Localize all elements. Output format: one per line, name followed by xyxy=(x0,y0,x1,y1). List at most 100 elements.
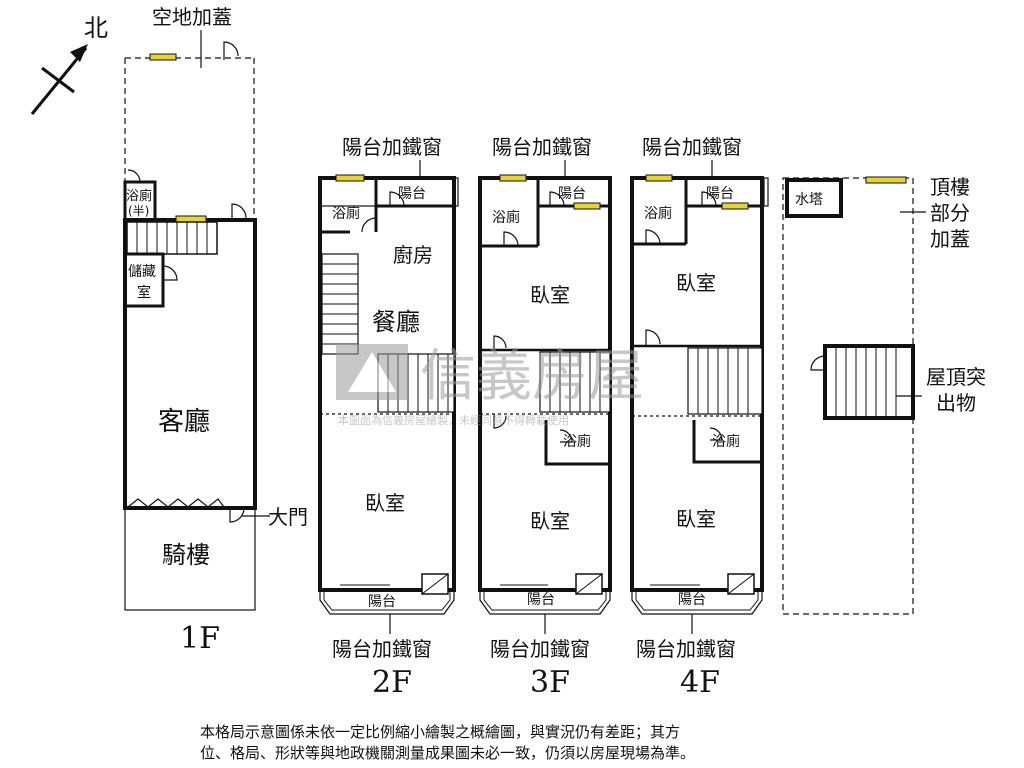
2f-floor-label: 2F xyxy=(372,665,412,700)
4f-bottom-window-label: 陽台加鐵窗 xyxy=(636,637,736,661)
1f-arcade-label: 騎樓 xyxy=(162,541,210,569)
2f-balcony-door-icon xyxy=(389,191,405,207)
4f-bedroom-top-label: 臥室 xyxy=(676,271,716,295)
2f-balcony-top-label: 陽台 xyxy=(398,186,426,202)
2f-bath-label: 浴廁 xyxy=(332,205,360,222)
3f-bedroom-door-icon xyxy=(493,414,507,429)
roof-extension-outline xyxy=(782,177,914,615)
4f-balcony-door-icon xyxy=(701,191,717,207)
watermark: 信義房屋 本圖面為信義房屋繪製，未經同意不得轉載使用 xyxy=(336,344,644,427)
1f-half-bath-label: 浴廁 xyxy=(126,188,152,204)
2f-bottom-box-diagonal xyxy=(421,573,449,595)
1f-half-bath-label-2: (半) xyxy=(128,204,149,218)
disclaimer-line-2: 位、格局、形狀等與地政機關測量成果圖未必一致，仍須以房屋現場為準。 xyxy=(200,744,696,762)
1f-living-room-label: 客廳 xyxy=(158,407,210,437)
3f-top-window-label: 陽台加鐵窗 xyxy=(492,135,592,159)
2f-balcony-bottom-label: 陽台 xyxy=(368,594,396,610)
roof-protrusion-door-icon xyxy=(810,355,826,371)
watermark-logo-mark xyxy=(348,352,396,392)
3f-bottom-balcony-inner xyxy=(483,592,607,611)
roof-extension-label-3: 加蓋 xyxy=(930,227,970,251)
1f-storage-label-2: 室 xyxy=(137,284,151,301)
2f-bedroom-label: 臥室 xyxy=(365,491,405,515)
4f-bedroom-bottom-label: 臥室 xyxy=(676,507,716,531)
3f-bottom-box-diagonal xyxy=(575,573,603,595)
4f-mid-bath-door-icon xyxy=(709,427,723,441)
3f-bath-top-label: 浴廁 xyxy=(492,209,520,226)
roof-floor: 水塔 頂樓 部分 加蓋 屋頂突 出物 xyxy=(782,175,986,615)
floor-1f: 空地加蓋 浴廁 (半) 儲藏 室 客廳 xyxy=(123,5,308,656)
2f-bath-door-icon xyxy=(361,217,377,233)
4f-bottom-balcony-inner xyxy=(635,592,759,611)
3f-floor-label: 3F xyxy=(530,665,570,700)
3f-balcony-bottom-label: 陽台 xyxy=(527,592,555,608)
2f-top-window xyxy=(335,174,365,182)
2f-bottom-balcony-outline xyxy=(319,590,455,615)
roof-extension-label-2: 部分 xyxy=(930,201,970,225)
2f-top-window-label: 陽台加鐵窗 xyxy=(342,135,442,159)
4f-bottom-box-diagonal xyxy=(727,573,755,595)
roof-water-tower-outline xyxy=(785,178,843,218)
north-label: 北 xyxy=(84,14,108,42)
4f-top-window-label: 陽台加鐵窗 xyxy=(642,135,742,159)
2f-dining-label: 餐廳 xyxy=(372,308,420,336)
4f-bottom-balcony-outline xyxy=(631,590,763,615)
3f-balcony-top-label: 陽台 xyxy=(558,186,586,202)
roof-water-tower-label: 水塔 xyxy=(795,192,823,208)
2f-kitchen-label: 廚房 xyxy=(393,243,433,267)
1f-storage-door-icon xyxy=(162,265,178,281)
roof-stairs xyxy=(835,348,897,416)
4f-top-window xyxy=(645,174,673,182)
4f-balcony-top-label: 陽台 xyxy=(706,186,734,202)
roof-protrusion-label-2: 出物 xyxy=(936,391,976,415)
3f-bedroom-top-label: 臥室 xyxy=(530,283,570,307)
1f-stairs xyxy=(126,221,218,255)
4f-bath-door-icon xyxy=(645,229,661,245)
3f-balcony-door-icon xyxy=(549,191,565,207)
floor-2f: 陽台加鐵窗 陽台 浴廁 廚房 xyxy=(318,135,459,700)
compass-cross-line xyxy=(41,66,75,94)
3f-mid-bath-wall xyxy=(544,420,610,466)
2f-bottom-balcony-inner xyxy=(323,592,451,611)
4f-hall-door-icon xyxy=(645,329,661,346)
disclaimer: 本格局示意圖係未依一定比例縮小繪製之概繪圖，與實況仍有差距；其方 位、格局、形狀… xyxy=(200,722,840,764)
3f-bottom-window-label: 陽台加鐵窗 xyxy=(490,637,590,661)
1f-top-door-icon xyxy=(223,41,239,60)
floor-3f: 陽台加鐵窗 陽台 浴廁 臥室 浴廁 臥室 xyxy=(478,135,612,700)
disclaimer-line-1: 本格局示意圖係未依一定比例縮小繪製之概繪圖，與實況仍有差距；其方 xyxy=(200,723,681,741)
1f-folding-door-icon xyxy=(127,498,225,508)
3f-hall-door-icon xyxy=(493,335,507,350)
3f-top-window xyxy=(499,174,527,182)
watermark-brand: 信義房屋 xyxy=(420,344,644,409)
4f-stairs xyxy=(687,347,763,415)
1f-floor-label: 1F xyxy=(180,621,220,656)
4f-bath-mid-label: 浴廁 xyxy=(712,433,740,450)
4f-top-balcony-edge xyxy=(763,177,769,207)
watermark-subtext: 本圖面為信義房屋繪製，未經同意不得轉載使用 xyxy=(338,413,569,427)
1f-extension-label: 空地加蓋 xyxy=(152,5,232,29)
4f-balcony-window xyxy=(721,202,749,210)
roof-protrusion-outline xyxy=(823,344,915,420)
1f-main-door-icon xyxy=(229,507,245,523)
4f-floor-label: 4F xyxy=(680,665,720,700)
3f-stairs xyxy=(539,351,611,413)
floor-4f: 陽台加鐵窗 陽台 浴廁 臥室 浴廁 臥室 xyxy=(630,135,769,700)
north-arrow-icon xyxy=(70,44,88,62)
compass: 北 xyxy=(30,14,108,115)
2f-top-balcony-frame xyxy=(319,177,459,207)
4f-bath-top-label: 浴廁 xyxy=(644,205,672,222)
1f-half-bath-door-icon xyxy=(127,169,141,183)
4f-balcony-bottom-label: 陽台 xyxy=(678,592,706,608)
1f-arcade-outline xyxy=(124,507,256,611)
1f-rear-door-icon xyxy=(231,203,247,220)
roof-extension-label-1: 頂樓 xyxy=(930,175,970,199)
roof-protrusion-label-1: 屋頂突 xyxy=(926,365,986,389)
3f-mid-bath-door-icon xyxy=(559,429,573,443)
3f-bath-mid-label: 浴廁 xyxy=(563,433,591,450)
3f-bath-door-icon xyxy=(503,231,519,247)
1f-top-window xyxy=(149,53,177,61)
2f-bottom-window-label: 陽台加鐵窗 xyxy=(332,637,432,661)
1f-main-door-label: 大門 xyxy=(268,505,308,529)
4f-mid-bath-wall xyxy=(692,420,762,464)
